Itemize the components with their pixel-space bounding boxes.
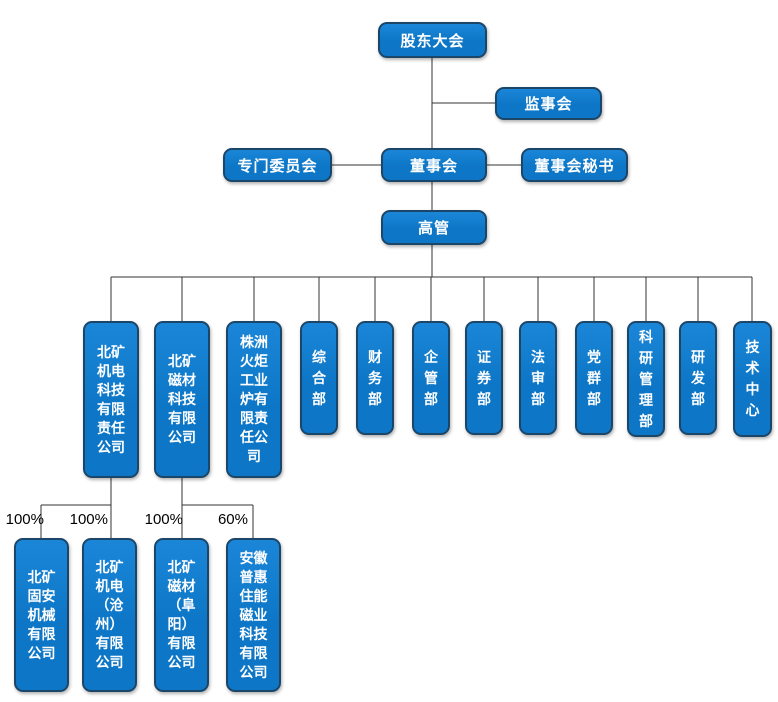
node-label: 企 管 部 — [424, 348, 438, 407]
node-label: 监事会 — [524, 96, 573, 113]
node-label: 高管 — [417, 220, 450, 237]
node-label: 北矿 机电 （沧 州） 有限 公司 — [95, 559, 124, 670]
ownership-label: 100% — [5, 511, 44, 528]
node-dept-enterprise-mgmt: 企 管 部 — [412, 321, 450, 435]
ownership-label: 60% — [217, 511, 248, 528]
node-company-bkjd-magnetic-tech: 北矿 磁材 科技 有限 公司 — [154, 321, 210, 478]
node-sub-fuyang: 北矿 磁材 （阜 阳） 有限 公司 — [154, 538, 209, 692]
node-dept-party-mass: 党 群 部 — [575, 321, 613, 435]
node-dept-legal-audit: 法 审 部 — [519, 321, 557, 435]
node-label: 党 群 部 — [587, 348, 601, 407]
node-label: 科 研 管 理 部 — [639, 328, 653, 429]
node-label: 北矿 固安 机械 有限 公司 — [27, 568, 56, 661]
node-shareholders-meeting: 股东大会 — [378, 22, 487, 58]
node-label: 研 发 部 — [691, 348, 705, 407]
node-dept-securities: 证 券 部 — [465, 321, 503, 435]
node-supervisory-board: 监事会 — [495, 87, 602, 120]
node-dept-general: 综 合 部 — [300, 321, 338, 435]
node-dept-research-mgmt: 科 研 管 理 部 — [627, 321, 665, 437]
node-technology-center: 技 术 中 心 — [733, 321, 772, 437]
node-label: 法 审 部 — [531, 348, 545, 407]
node-label: 董事会秘书 — [534, 157, 615, 175]
node-label: 综 合 部 — [312, 348, 326, 407]
node-label: 专门委员会 — [237, 157, 318, 175]
ownership-label: 100% — [144, 511, 183, 528]
node-sub-cangzhou: 北矿 机电 （沧 州） 有限 公司 — [82, 538, 137, 692]
node-label: 北矿 磁材 （阜 阳） 有限 公司 — [167, 559, 196, 670]
node-special-committees: 专门委员会 — [223, 148, 332, 182]
node-label: 财 务 部 — [368, 348, 382, 407]
node-sub-guan-machinery: 北矿 固安 机械 有限 公司 — [14, 538, 69, 692]
node-label: 技 术 中 心 — [745, 339, 760, 418]
node-dept-rnd: 研 发 部 — [679, 321, 717, 435]
node-label: 安徽 普惠 住能 磁业 科技 有限 公司 — [239, 549, 268, 680]
node-label: 北矿 磁材 科技 有限 公司 — [168, 353, 196, 445]
node-label: 株洲 火炬 工业 炉有 限责 任公 司 — [240, 334, 268, 464]
node-sub-anhui-puhui: 安徽 普惠 住能 磁业 科技 有限 公司 — [226, 538, 281, 692]
ownership-label: 100% — [69, 511, 108, 528]
node-company-bkjd-mech-elec-tech: 北矿 机电 科技 有限 责任 公司 — [83, 321, 139, 478]
node-board-of-directors: 董事会 — [381, 148, 487, 182]
node-label: 董事会 — [409, 157, 458, 175]
node-company-zhuzhou-torch-furnace: 株洲 火炬 工业 炉有 限责 任公 司 — [226, 321, 282, 478]
node-board-secretary: 董事会秘书 — [521, 148, 628, 182]
node-label: 北矿 机电 科技 有限 责任 公司 — [97, 343, 125, 455]
node-label: 股东大会 — [400, 32, 465, 50]
node-label: 证 券 部 — [477, 348, 491, 407]
node-dept-finance: 财 务 部 — [356, 321, 394, 435]
node-executives: 高管 — [381, 210, 487, 245]
